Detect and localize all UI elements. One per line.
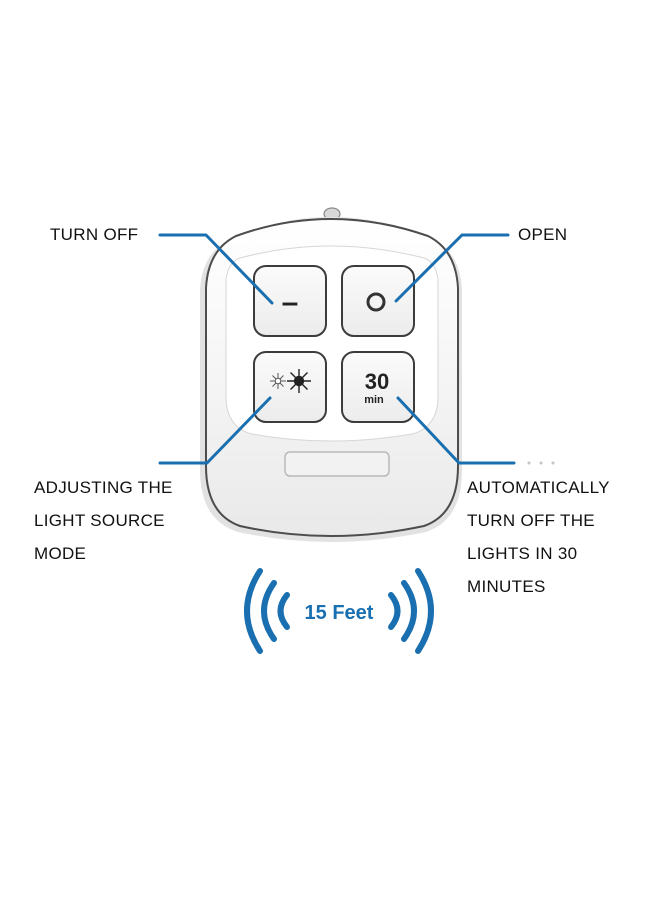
callout-line-adjust (158, 396, 272, 465)
turn-off-button[interactable]: – (253, 265, 327, 337)
open-button[interactable] (341, 265, 415, 337)
callout-auto-off: AUTOMATICALLY TURN OFF THE LIGHTS IN 30 … (467, 471, 610, 603)
timer-30-min-icon: 30 min (364, 369, 389, 406)
wireless-signal-icon (244, 568, 434, 654)
timer-unit: min (364, 394, 384, 406)
light-mode-button[interactable] (253, 351, 327, 423)
timer-number: 30 (365, 369, 389, 394)
callout-line-turn-off (158, 233, 274, 305)
callout-turn-off: TURN OFF (50, 218, 138, 251)
callout-open-text: OPEN (518, 225, 568, 244)
callout-auto-line: TURN OFF THE (467, 511, 595, 530)
callout-auto-line: AUTOMATICALLY (467, 478, 610, 497)
remote-body (200, 217, 462, 542)
callout-adjust-line: ADJUSTING THE (34, 478, 173, 497)
callout-open: OPEN (518, 218, 567, 251)
power-off-dash-icon: – (282, 286, 299, 319)
range-label: 15 Feet (305, 602, 374, 624)
callout-adjust: ADJUSTING THE LIGHT SOURCE MODE (34, 471, 173, 570)
brightness-sun-icon (270, 369, 311, 393)
timer-30-min-button[interactable]: 30 min (341, 351, 415, 423)
callout-auto-line: LIGHTS IN 30 (467, 544, 578, 563)
callout-adjust-line: LIGHT SOURCE (34, 511, 165, 530)
callout-turn-off-text: TURN OFF (50, 225, 139, 244)
callout-auto-line: MINUTES (467, 577, 546, 596)
callout-adjust-line: MODE (34, 544, 87, 563)
callout-line-auto (396, 396, 516, 465)
remote-slot (284, 451, 390, 477)
power-on-circle-icon (366, 292, 386, 312)
callout-line-open (394, 233, 510, 303)
